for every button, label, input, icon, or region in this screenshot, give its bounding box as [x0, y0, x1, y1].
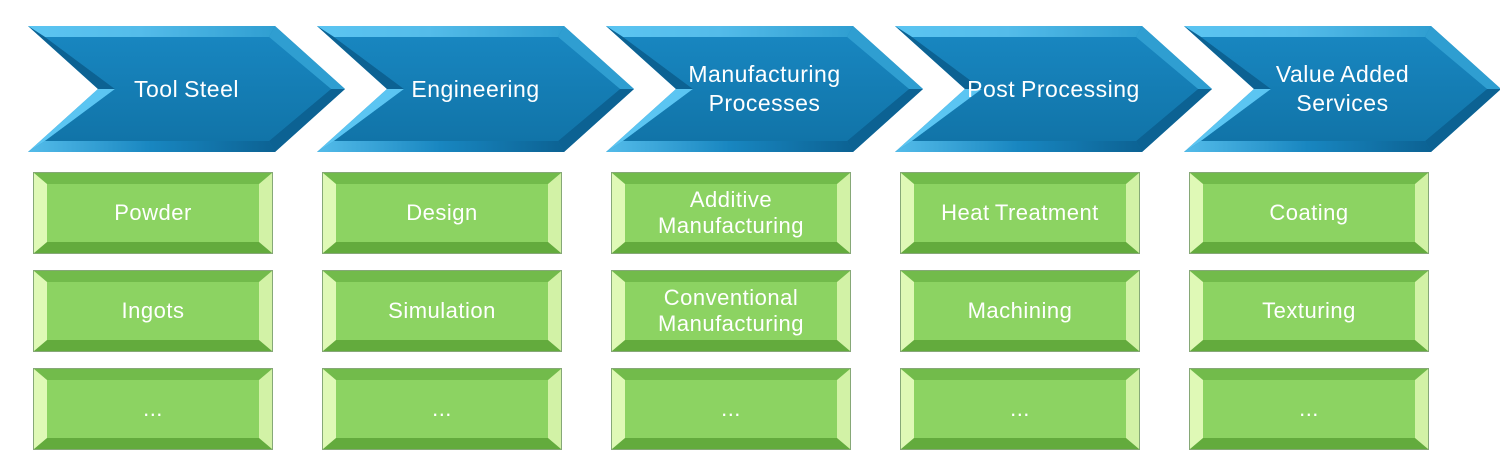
process-column-tool-steel: Tool Steel Powder Ingots ...	[28, 0, 345, 466]
process-column-value-added-services: Value Added Services Coating Texturing .…	[1184, 0, 1500, 466]
sub-item-label: ...	[1299, 395, 1319, 421]
sub-item-box: Coating	[1189, 172, 1429, 254]
sub-item-box: Design	[322, 172, 562, 254]
sub-item-label: Powder	[114, 199, 192, 225]
sub-item-box: Heat Treatment	[900, 172, 1140, 254]
process-column-manufacturing-processes: Manufacturing Processes Additive Manufac…	[606, 0, 923, 466]
chevron-arrow-icon	[895, 26, 1212, 152]
chevron-arrow-icon	[28, 26, 345, 152]
sub-item-box: Additive Manufacturing	[611, 172, 851, 254]
chevron-arrow: Manufacturing Processes	[606, 26, 923, 152]
chevron-arrow-icon	[606, 26, 923, 152]
chevron-arrow-icon	[317, 26, 634, 152]
sub-item-box: ...	[611, 368, 851, 450]
sub-item-box: Machining	[900, 270, 1140, 352]
sub-item-label: ...	[143, 395, 163, 421]
sub-item-box: Conventional Manufacturing	[611, 270, 851, 352]
sub-item-label: Coating	[1269, 199, 1349, 225]
sub-item-label: Conventional Manufacturing	[658, 284, 804, 336]
sub-item-label: ...	[1010, 395, 1030, 421]
sub-item-box: ...	[900, 368, 1140, 450]
sub-item-label: Heat Treatment	[941, 199, 1099, 225]
sub-item-box: ...	[33, 368, 273, 450]
process-column-post-processing: Post Processing Heat Treatment Machining…	[895, 0, 1212, 466]
sub-item-label: Ingots	[121, 297, 185, 323]
stage-label: Engineering	[411, 75, 540, 102]
sub-item-box: Simulation	[322, 270, 562, 352]
stage-label: Manufacturing Processes	[688, 61, 841, 116]
chevron-arrow: Engineering	[317, 26, 634, 152]
sub-item-label: ...	[432, 395, 452, 421]
stage-label: Tool Steel	[133, 75, 239, 102]
sub-item-label: Machining	[967, 297, 1073, 323]
sub-item-box: Ingots	[33, 270, 273, 352]
sub-item-label: Texturing	[1262, 297, 1356, 323]
chevron-arrow: Post Processing	[895, 26, 1212, 152]
sub-item-box: ...	[1189, 368, 1429, 450]
chevron-arrow: Value Added Services	[1184, 26, 1500, 152]
sub-item-box: ...	[322, 368, 562, 450]
chevron-arrow: Tool Steel	[28, 26, 345, 152]
process-column-engineering: Engineering Design Simulation ...	[317, 0, 634, 466]
stage-label: Post Processing	[967, 75, 1140, 102]
sub-item-box: Powder	[33, 172, 273, 254]
sub-item-label: ...	[721, 395, 741, 421]
sub-item-label: Additive Manufacturing	[658, 186, 804, 238]
chevron-arrow-icon	[1184, 26, 1500, 152]
stage-label: Value Added Services	[1275, 61, 1410, 116]
sub-item-box: Texturing	[1189, 270, 1429, 352]
sub-item-label: Design	[406, 199, 478, 225]
sub-item-label: Simulation	[388, 297, 496, 323]
